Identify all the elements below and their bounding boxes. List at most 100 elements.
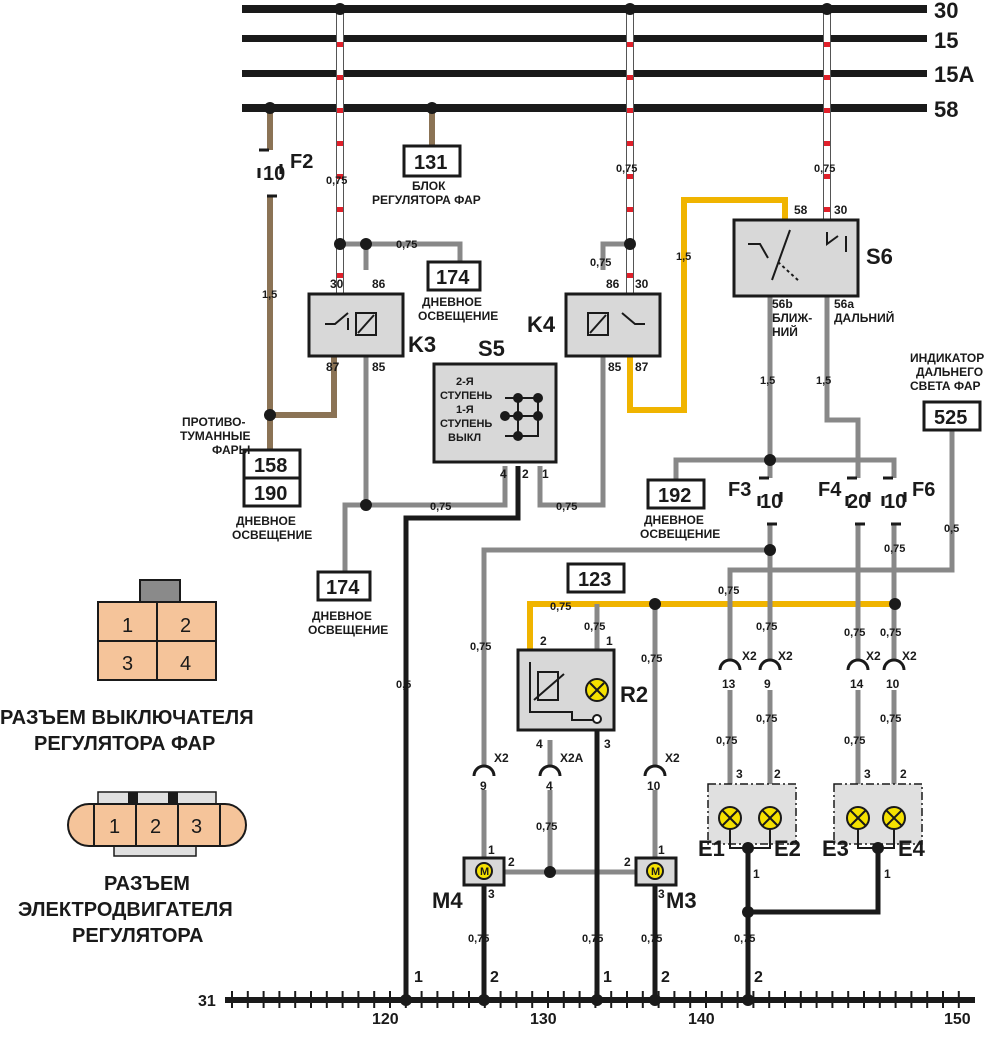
svg-text:190: 190 (254, 483, 287, 505)
legend-motor-connector: 1 2 3 РАЗЪЕМ ЭЛЕКТРОДВИГАТЕЛЯ РЕГУЛЯТОРА (18, 791, 247, 947)
svg-text:1: 1 (488, 843, 495, 857)
wire-gauge-labels: 0,75 1,5 0,75 0,75 0,75 1,5 0,75 1,5 1,5… (262, 163, 959, 945)
svg-text:ИНДИКАТОР: ИНДИКАТОР (910, 351, 984, 365)
svg-text:X2: X2 (902, 649, 917, 663)
fuse-f6-label: F6 (912, 479, 935, 501)
wires-yellow (527, 197, 895, 662)
svg-text:ОСВЕЩЕНИЕ: ОСВЕЩЕНИЕ (418, 309, 498, 323)
svg-text:ДАЛЬНИЙ: ДАЛЬНИЙ (834, 310, 894, 325)
svg-text:X2A: X2A (560, 751, 584, 765)
svg-text:56а: 56а (834, 297, 854, 311)
svg-text:M: M (480, 866, 489, 878)
svg-text:0,75: 0,75 (468, 933, 489, 945)
svg-text:ДНЕВНОЕ: ДНЕВНОЕ (644, 513, 704, 527)
ref-box-174-lower: 174 ДНЕВНОЕ ОСВЕЩЕНИЕ (308, 570, 388, 637)
headlight-left: 3 2 1 E1 E2 (698, 767, 801, 881)
svg-text:1,5: 1,5 (676, 251, 691, 263)
svg-text:87: 87 (635, 360, 649, 374)
switch-s6-label: S6 (866, 244, 893, 269)
fog-lights-caption: ПРОТИВО- ТУМАННЫЕ ФАРЫ (180, 415, 251, 457)
relay-k4: 86 30 85 87 K4 (527, 277, 662, 374)
svg-text:150: 150 (944, 1011, 971, 1028)
svg-text:2: 2 (180, 615, 191, 637)
ref-box-123: 123 (566, 562, 626, 594)
svg-text:4: 4 (536, 737, 543, 751)
svg-text:56b: 56b (772, 297, 793, 311)
svg-text:1,5: 1,5 (262, 289, 277, 301)
svg-text:120: 120 (372, 1011, 399, 1028)
svg-text:30: 30 (635, 277, 649, 291)
svg-text:ПРОТИВО-: ПРОТИВО- (182, 415, 245, 429)
svg-text:1: 1 (753, 867, 760, 881)
svg-text:58: 58 (794, 203, 808, 217)
regulator-r2: 2 1 4 3 R2 (516, 634, 648, 751)
switch-s5-label: S5 (478, 336, 505, 361)
svg-text:ДНЕВНОЕ: ДНЕВНОЕ (236, 514, 296, 528)
bus-15a-line (242, 70, 927, 77)
svg-text:2: 2 (754, 969, 763, 986)
svg-text:192: 192 (658, 485, 691, 507)
svg-text:3: 3 (191, 816, 202, 838)
svg-text:X2: X2 (665, 751, 680, 765)
motor-m4-label: M4 (432, 888, 463, 913)
svg-text:2: 2 (150, 816, 161, 838)
connector-labels: X2 X2 X2 X2 13 9 14 10 X2 X2A X2 9 4 10 (480, 649, 917, 793)
svg-text:РЕГУЛЯТОРА: РЕГУЛЯТОРА (72, 925, 203, 947)
headlight-right: 3 2 1 E3 E4 (822, 767, 926, 881)
svg-text:10: 10 (886, 677, 900, 691)
bus-15-line (242, 35, 927, 42)
svg-text:0,75: 0,75 (582, 933, 603, 945)
svg-text:2: 2 (661, 969, 670, 986)
bus-58-line (242, 104, 927, 112)
svg-text:X2: X2 (494, 751, 509, 765)
svg-text:0,75: 0,75 (756, 713, 777, 725)
lamp-e4-label: E4 (898, 836, 926, 861)
svg-text:РЕГУЛЯТОРА ФАР: РЕГУЛЯТОРА ФАР (372, 193, 481, 207)
svg-text:0,75: 0,75 (326, 175, 347, 187)
bus-15-label: 15 (934, 28, 958, 53)
regulator-r2-label: R2 (620, 682, 648, 707)
svg-text:86: 86 (372, 277, 386, 291)
svg-text:85: 85 (372, 360, 386, 374)
ref-box-131: 131 БЛОК РЕГУЛЯТОРА ФАР (372, 144, 481, 207)
svg-text:ДНЕВНОЕ: ДНЕВНОЕ (422, 295, 482, 309)
svg-text:0,75: 0,75 (396, 239, 417, 251)
fuse-f2: 10 F2 (257, 148, 313, 198)
relay-k4-label: K4 (527, 312, 556, 337)
svg-text:1: 1 (603, 969, 612, 986)
svg-text:СТУПЕНЬ: СТУПЕНЬ (440, 390, 492, 402)
svg-text:131: 131 (414, 152, 447, 174)
svg-text:0,75: 0,75 (880, 713, 901, 725)
svg-text:2: 2 (508, 855, 515, 869)
svg-text:X2: X2 (742, 649, 757, 663)
svg-text:РАЗЪЕМ ВЫКЛЮЧАТЕЛЯ: РАЗЪЕМ ВЫКЛЮЧАТЕЛЯ (0, 707, 254, 729)
wires-black (403, 466, 881, 1000)
svg-text:9: 9 (480, 779, 487, 793)
lamp-e3-label: E3 (822, 836, 849, 861)
relay-k3: 30 86 87 85 K3 (307, 277, 436, 374)
power-buses: 30 15 15A 58 (242, 0, 974, 122)
bus-30-label: 30 (934, 0, 958, 23)
svg-text:СВЕТА ФАР: СВЕТА ФАР (910, 379, 981, 393)
svg-text:0,75: 0,75 (584, 621, 605, 633)
svg-text:НИЙ: НИЙ (772, 324, 798, 339)
svg-text:0,75: 0,75 (718, 585, 739, 597)
svg-text:10: 10 (647, 779, 661, 793)
connector-arcs (472, 658, 906, 777)
svg-text:ДАЛЬНЕГО: ДАЛЬНЕГО (916, 365, 983, 379)
motor-m3-label: M3 (666, 888, 697, 913)
svg-text:0,75: 0,75 (880, 627, 901, 639)
fuse-f4: 20 F4 (818, 476, 871, 526)
svg-text:0,5: 0,5 (396, 679, 411, 691)
svg-text:0,75: 0,75 (616, 163, 637, 175)
ref-box-525: ИНДИКАТОР ДАЛЬНЕГО СВЕТА ФАР 525 (910, 351, 984, 432)
svg-text:ЭЛЕКТРОДВИГАТЕЛЯ: ЭЛЕКТРОДВИГАТЕЛЯ (18, 899, 233, 921)
svg-text:0,5: 0,5 (944, 523, 959, 535)
svg-text:СТУПЕНЬ: СТУПЕНЬ (440, 418, 492, 430)
svg-text:M: M (651, 866, 660, 878)
svg-text:0,75: 0,75 (884, 543, 905, 555)
svg-text:0,75: 0,75 (814, 163, 835, 175)
svg-text:0,75: 0,75 (470, 641, 491, 653)
fuse-f4-label: F4 (818, 479, 842, 501)
